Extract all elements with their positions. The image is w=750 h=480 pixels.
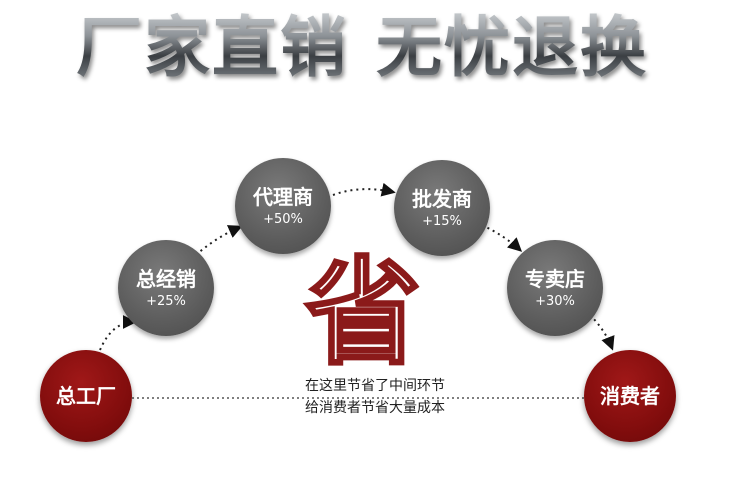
headline-worry-free-returns: 无忧退换 — [376, 9, 648, 86]
node-factory: 总工厂 — [40, 350, 132, 442]
arrow-factory-to-general — [99, 315, 137, 351]
node-consumer: 消费者 — [584, 350, 676, 442]
node-factory-label: 总工厂 — [56, 384, 116, 408]
node-wholesaler: 批发商 +15% — [394, 160, 490, 256]
savings-note-line2: 给消费者节省大量成本 — [305, 400, 445, 416]
node-retail-store-markup: +30% — [535, 293, 575, 309]
node-agent: 代理商 +50% — [235, 158, 331, 254]
node-general-distributor-label: 总经销 — [136, 266, 196, 291]
node-retail-store-label: 专卖店 — [525, 266, 585, 291]
node-general-distributor: 总经销 +25% — [118, 240, 214, 336]
node-wholesaler-label: 批发商 — [412, 186, 472, 211]
node-agent-label: 代理商 — [253, 184, 313, 209]
arrow-wholesale-to-retail — [481, 224, 523, 252]
savings-note-line1: 在这里节省了中间环节 — [305, 378, 445, 394]
arrow-agent-to-wholesale — [332, 182, 396, 197]
arrow-general-to-agent — [195, 225, 243, 256]
node-agent-markup: +50% — [263, 211, 303, 227]
node-general-distributor-markup: +25% — [146, 293, 186, 309]
node-wholesaler-markup: +15% — [422, 213, 462, 229]
node-retail-store: 专卖店 +30% — [507, 240, 603, 336]
node-consumer-label: 消费者 — [600, 384, 660, 408]
arrow-retail-to-consumer — [589, 314, 615, 351]
headline-direct-sales: 厂家直销 — [76, 9, 348, 86]
save-character: 省 — [304, 245, 423, 381]
